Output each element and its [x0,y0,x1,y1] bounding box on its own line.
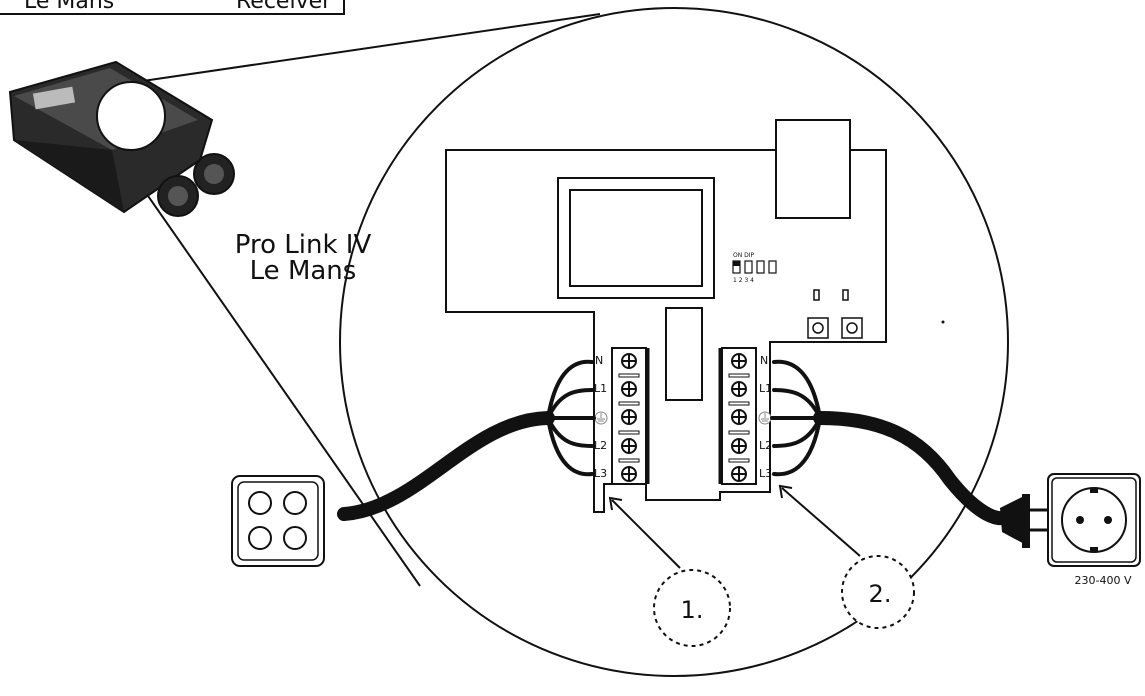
callout-2-label: 2. [869,580,892,608]
top-caption-left: Le Mans [24,0,114,14]
cable-gland-right [193,153,235,195]
terminal-block-left [611,347,650,485]
cable-gland-left [157,175,199,217]
ground-symbol-left [594,411,608,425]
terminal-left-l2: L2 [594,439,607,452]
terminal-block-right [718,347,757,485]
ground-symbol-right [758,411,772,425]
callout-2: 2. [841,555,915,629]
terminal-right-l2: L2 [759,439,772,452]
pro-link-device [8,60,235,217]
center-component [665,307,703,401]
zoom-line-top [135,13,601,83]
callout-1-label: 1. [681,596,704,624]
device-caption: Pro Link IV Le Mans [208,232,398,284]
top-caption-right: Receiver [236,0,332,14]
relay-component [775,119,851,219]
terminal-right-l3: L3 [759,467,772,480]
stray-dot [941,320,945,324]
cable-left [337,359,596,521]
voltage-label: 230-400 V [1074,574,1132,587]
wall-socket-right [1047,473,1141,567]
callout-1: 1. [653,569,731,647]
dip-switch-label: ON DIP [733,252,755,259]
push-button-2 [841,317,863,339]
led-1 [813,289,820,301]
four-pin-socket-left [231,475,325,567]
terminal-right-l1: L1 [759,382,772,395]
led-2 [842,289,849,301]
power-plug [1000,494,1050,548]
terminal-left-l1: L1 [594,382,607,395]
callout-arrow-2 [778,484,861,557]
terminal-left-l3: L3 [594,467,607,480]
cable-right [770,359,1011,526]
dip-switch: ON DIP 1 2 3 4 [732,252,777,284]
push-button-1 [807,317,829,339]
device-lens [96,81,166,151]
dip-switch-numbers: 1 2 3 4 [733,277,754,284]
device-name-line2: Le Mans [249,256,357,286]
device-name-line1: Pro Link IV [234,230,372,260]
terminal-right-n: N [760,354,768,367]
display-module [557,177,715,299]
top-caption-box: Le Mans Receiver [0,0,345,15]
callout-arrow-1 [608,496,681,569]
terminal-left-n: N [595,354,603,367]
